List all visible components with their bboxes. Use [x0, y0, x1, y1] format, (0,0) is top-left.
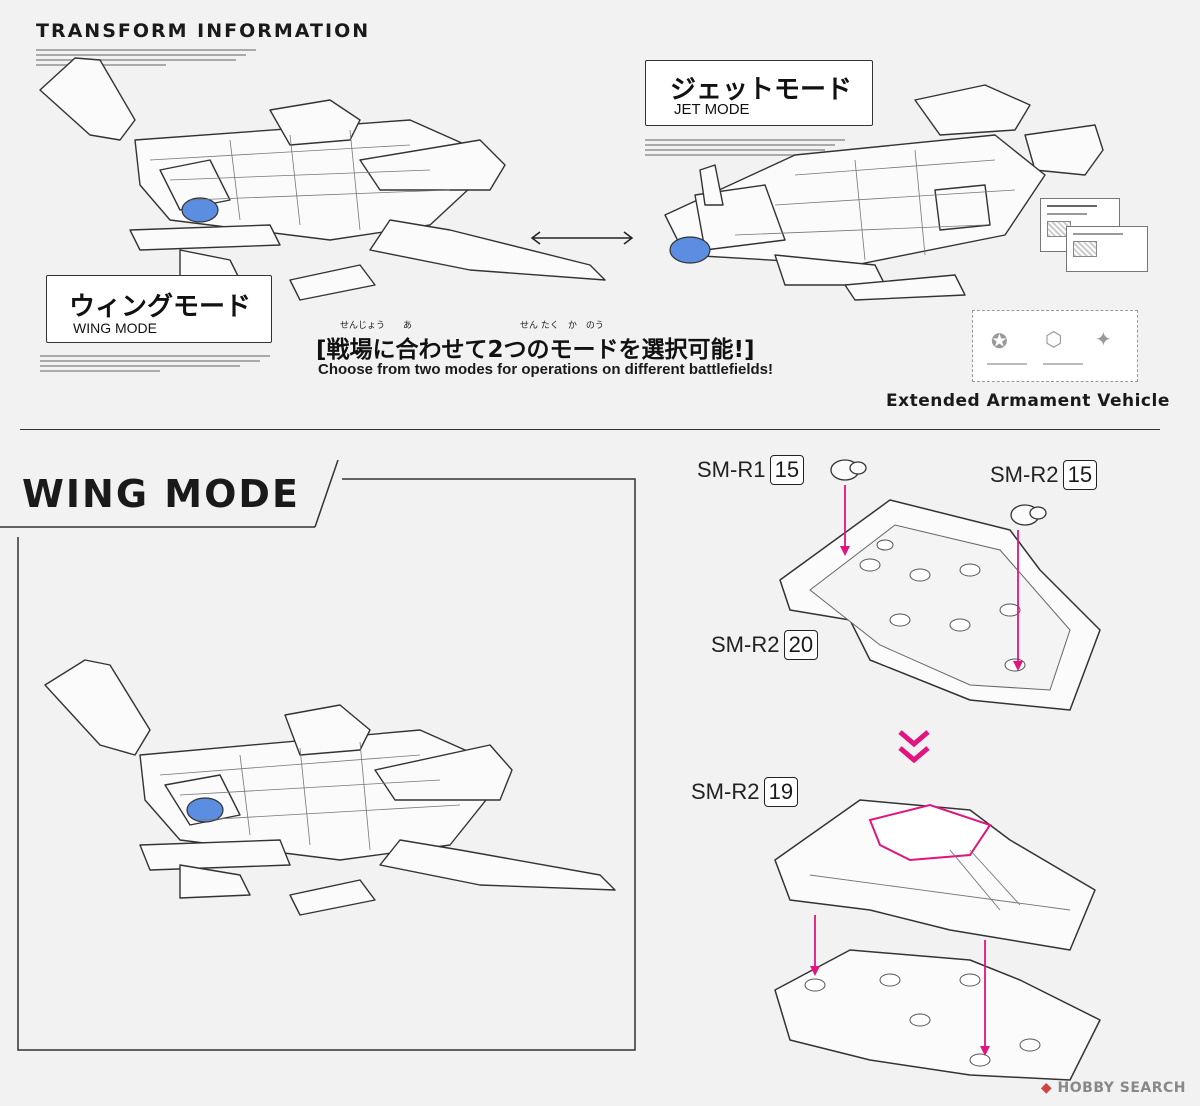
assembly-step-1-diagram	[779, 459, 1101, 711]
emblem-icon-1: ✪	[991, 331, 1008, 353]
part-label-sm-r2-15: SM-R2 15	[990, 460, 1097, 490]
emblem-icon-3: ✦	[1095, 329, 1112, 351]
jet-mode-vehicle-illustration	[664, 84, 1104, 301]
fine-print-wing-mode	[40, 352, 280, 375]
fine-print-jet-mode	[645, 136, 855, 159]
watermark-logo-icon: ◆	[1040, 1080, 1053, 1096]
emblem-panel: ✪ ⬡ ✦	[972, 310, 1138, 382]
part-code: SM-R2	[990, 462, 1059, 487]
tagline-furigana: せんじょう あ せん たく か のう	[340, 321, 604, 331]
assembly-step-2-diagram	[774, 799, 1101, 1081]
part-label-sm-r1-15: SM-R1 15	[697, 455, 804, 485]
emblem-icon-2: ⬡	[1045, 329, 1063, 351]
transform-double-arrow	[530, 231, 634, 245]
section-divider	[20, 429, 1160, 430]
next-step-chevron-icon	[898, 730, 930, 764]
transform-information-title: TRANSFORM INFORMATION	[36, 20, 371, 42]
part-number: 20	[783, 630, 818, 660]
part-number: 19	[763, 777, 798, 807]
watermark-text: HOBBY SEARCH	[1057, 1080, 1186, 1096]
wing-mode-title-slash	[0, 459, 636, 1051]
hobby-search-watermark: ◆ HOBBY SEARCH	[1041, 1080, 1186, 1096]
part-code: SM-R2	[711, 632, 780, 657]
part-code: SM-R1	[697, 457, 766, 482]
wing-mode-vehicle-illustration-large	[44, 659, 616, 916]
part-number: 15	[1062, 460, 1097, 490]
jet-mode-label-en: JET MODE	[674, 101, 750, 118]
tagline-en: Choose from two modes for operations on …	[318, 361, 774, 378]
wing-mode-section-title: WING MODE	[22, 472, 300, 516]
mini-instruction-card-2	[1066, 226, 1148, 272]
wing-mode-label-en: WING MODE	[73, 320, 157, 336]
part-number: 15	[769, 455, 804, 485]
jet-mode-label-jp: ジェットモード	[670, 75, 853, 105]
wing-mode-vehicle-illustration-top	[39, 57, 606, 301]
wing-mode-label-box: ウィングモード WING MODE	[46, 275, 272, 343]
part-label-sm-r2-19: SM-R2 19	[691, 777, 798, 807]
extended-armament-subtitle: Extended Armament Vehicle	[886, 391, 1170, 411]
part-code: SM-R2	[691, 779, 760, 804]
part-label-sm-r2-20: SM-R2 20	[711, 630, 818, 660]
jet-mode-label-box: ジェットモード JET MODE	[645, 60, 873, 126]
wing-mode-label-jp: ウィングモード	[69, 292, 252, 322]
tagline-jp: [戦場に合わせて2つのモードを選択可能!]	[316, 337, 755, 363]
